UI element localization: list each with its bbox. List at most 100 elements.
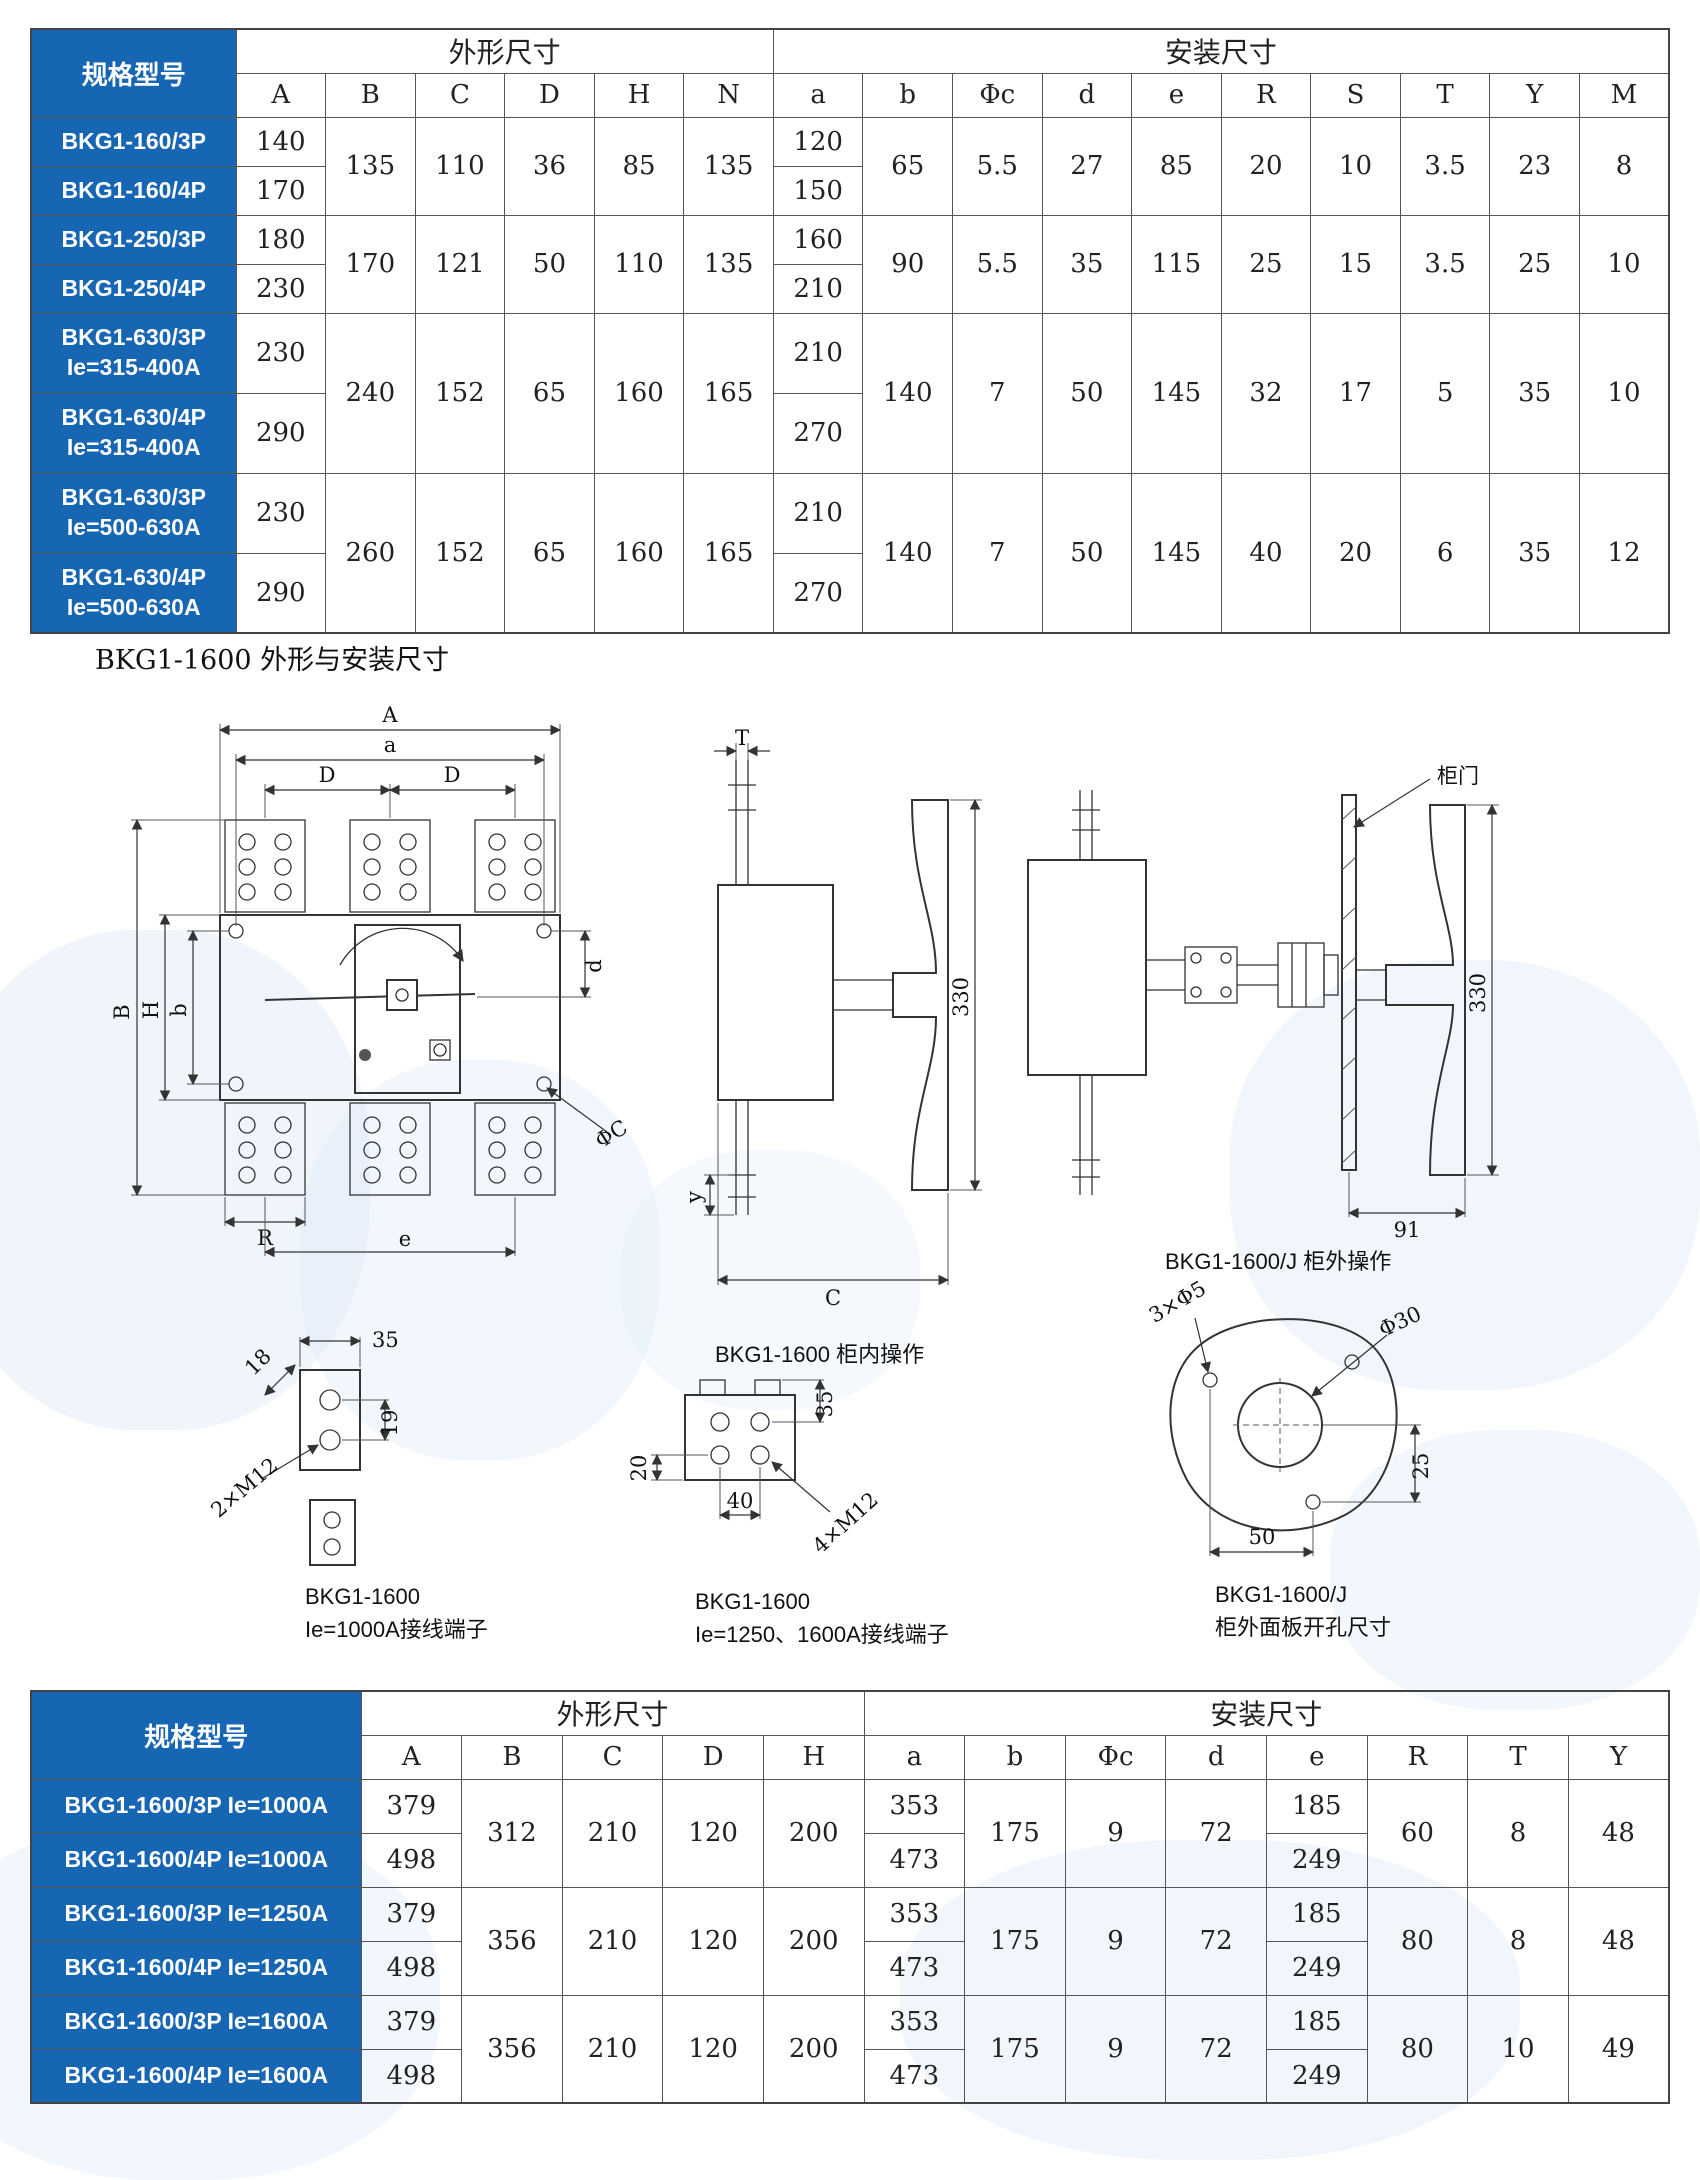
- table-cell: 48: [1567, 1886, 1670, 1996]
- dim-label-H: H: [139, 1001, 163, 1019]
- table-cell: 35: [1041, 214, 1133, 314]
- table-cell: 230: [235, 263, 327, 314]
- table-cell: 210: [772, 312, 864, 394]
- install-dims-header: 安装尺寸: [863, 1690, 1670, 1736]
- outline-dims-header: 外形尺寸: [360, 1690, 865, 1736]
- table-cell: 50: [1041, 472, 1133, 634]
- diagram-caption: BKG1-1600 柜内操作: [715, 1342, 925, 1367]
- table-cell: 175: [964, 1994, 1066, 2104]
- col-header: e: [1131, 72, 1222, 118]
- table-row: BKG1-630/3P Ie=500-630A 230 260 152 65 1…: [30, 472, 1670, 634]
- table-cell: 165: [683, 312, 774, 474]
- table-cell: 379: [360, 1886, 463, 1942]
- table-cell: 50: [1041, 312, 1133, 474]
- dim-label-18: 18: [240, 1344, 276, 1380]
- dim-label-25: 25: [1409, 1453, 1433, 1480]
- table-row: A B C D H N a b Φc d e R S T Y M: [31, 72, 1670, 118]
- table-cell: 120: [772, 116, 864, 167]
- table-cell: 10: [1467, 1994, 1569, 2104]
- table-cell: 3.5: [1399, 116, 1491, 216]
- watermark-blob: [1330, 1430, 1700, 1710]
- diagram-caption-line1: BKG1-1600: [305, 1584, 420, 1609]
- table-cell: 175: [964, 1778, 1066, 1888]
- table-cell: 210: [561, 1994, 664, 2104]
- model-cell: BKG1-160/4P: [30, 165, 237, 216]
- col-header: H: [593, 72, 685, 118]
- col-header: T: [1467, 1734, 1569, 1780]
- table-cell: 110: [593, 214, 685, 314]
- col-header: A: [235, 72, 327, 118]
- table-cell: 65: [504, 312, 595, 474]
- table-cell: 10: [1578, 312, 1670, 474]
- table-cell: 25: [1220, 214, 1312, 314]
- table-row: BKG1-630/4P Ie=500-630A 290 270: [30, 552, 1669, 634]
- table-cell: 249: [1265, 2048, 1368, 2104]
- col-header: e: [1265, 1734, 1368, 1780]
- table-cell: 160: [593, 312, 685, 474]
- table-cell: 85: [593, 116, 685, 216]
- col-header: d: [1041, 72, 1133, 118]
- table-cell: 185: [1265, 1778, 1368, 1834]
- table-cell: 180: [235, 214, 327, 265]
- table-row: BKG1-160/4P 170 150: [30, 165, 1669, 216]
- model-cell: BKG1-250/4P: [30, 263, 237, 314]
- col-header: A: [360, 1734, 463, 1780]
- table-cell: 379: [360, 1778, 463, 1834]
- table-cell: 10: [1310, 116, 1401, 216]
- table-cell: 25: [1489, 214, 1580, 314]
- terminal-1000a-diagram: 35 18 19 2×M12: [206, 1328, 402, 1566]
- table-cell: 49: [1567, 1994, 1670, 2104]
- side-view-in-cabinet-diagram: T 330 y C: [682, 726, 982, 1310]
- table-cell: 7: [952, 472, 1043, 634]
- col-header: d: [1165, 1734, 1267, 1780]
- table-row: 规格型号 外形尺寸 安装尺寸: [30, 28, 1670, 118]
- outline-dims-header: 外形尺寸: [235, 28, 774, 74]
- dimensions-table-1600: 规格型号 外形尺寸 安装尺寸 A B C D H a b Φc d e R T …: [30, 1690, 1670, 2104]
- dim-label-330: 330: [949, 977, 973, 1017]
- dim-label-T: T: [735, 726, 749, 750]
- table-cell: 120: [662, 1778, 764, 1888]
- table-cell: 145: [1131, 472, 1222, 634]
- table-cell: 140: [862, 312, 953, 474]
- dim-label-D: D: [319, 763, 336, 787]
- table-cell: 8: [1467, 1778, 1569, 1888]
- col-header: Φc: [952, 72, 1043, 118]
- dim-label-35: 35: [372, 1328, 399, 1352]
- dim-label-a: a: [384, 733, 397, 757]
- col-header: B: [461, 1734, 563, 1780]
- table-cell: 115: [1131, 214, 1222, 314]
- table-row: A B C D H a b Φc d e R T Y: [31, 1734, 1670, 1780]
- table-cell: 498: [360, 1832, 463, 1888]
- table-cell: 200: [762, 1886, 865, 1996]
- watermark-blob: [0, 930, 370, 1430]
- dim-label-40: 40: [727, 1489, 754, 1513]
- table-cell: 140: [235, 116, 327, 167]
- table-cell: 200: [762, 1778, 865, 1888]
- dim-label-b: b: [167, 1003, 191, 1016]
- col-header: N: [683, 72, 774, 118]
- table-cell: 8: [1578, 116, 1670, 216]
- table-cell: 249: [1265, 1940, 1368, 1996]
- dim-label-B: B: [110, 1004, 134, 1019]
- table-cell: 40: [1220, 472, 1312, 634]
- diagram-caption: BKG1-1600 Ie=1000A接线端子: [305, 1580, 488, 1646]
- dim-label-R: R: [257, 1226, 274, 1250]
- diagram-caption-line2: Ie=1250、1600A接线端子: [695, 1622, 949, 1647]
- table-cell: 121: [414, 214, 506, 314]
- spec-model-header: 规格型号: [30, 1690, 362, 1780]
- spec-model-header: 规格型号: [30, 28, 237, 118]
- dim-label-2xM12: 2×M12: [206, 1453, 282, 1522]
- table-cell: 498: [360, 2048, 463, 2104]
- table-cell: 140: [862, 472, 953, 634]
- model-cell: BKG1-630/3P Ie=315-400A: [30, 312, 237, 394]
- table-cell: 120: [662, 1886, 764, 1996]
- table-cell: 5: [1399, 312, 1491, 474]
- model-cell: BKG1-1600/3P Ie=1600A: [30, 1994, 362, 2050]
- dim-label-4xM12: 4×M12: [808, 1487, 883, 1558]
- table-cell: 210: [561, 1778, 664, 1888]
- col-header: Y: [1567, 1734, 1670, 1780]
- model-cell: BKG1-1600/4P Ie=1000A: [30, 1832, 362, 1888]
- table-cell: 27: [1041, 116, 1133, 216]
- terminal-1250-1600a-diagram: 35 40 20 4×M12: [627, 1378, 883, 1558]
- table-cell: 165: [683, 472, 774, 634]
